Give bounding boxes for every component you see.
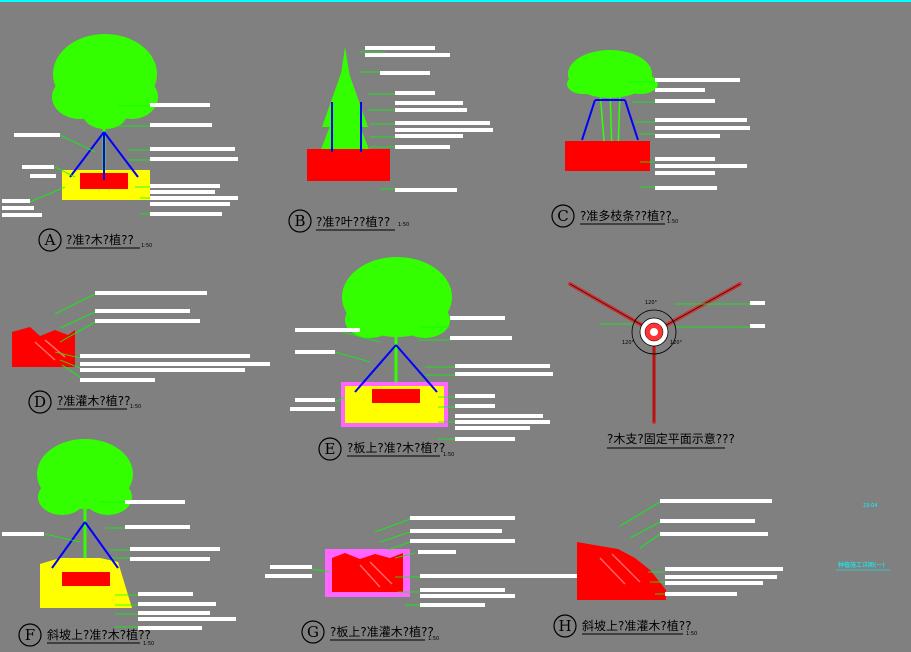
annotation-text: [265, 516, 580, 607]
detail-f-title: 斜坡上?准?木?植??: [47, 627, 151, 642]
annotation-text: [660, 499, 783, 596]
plan-angle-top: 120°: [645, 300, 658, 306]
detail-f-scale: 1:50: [143, 641, 154, 647]
slope-soil: [577, 542, 666, 600]
annotation-text: [655, 78, 750, 190]
top-frame-line: [0, 0, 911, 2]
detail-h-scale: 1:50: [686, 631, 697, 637]
detail-e: E ?板上?准?木?植?? 1:50: [290, 257, 553, 461]
trunk-ring: [631, 309, 677, 355]
detail-d-title: ?准灌木?植??: [57, 393, 130, 408]
annotation-text: [365, 46, 493, 192]
multi-stem-canopy: [567, 50, 658, 98]
annotation-text: [2, 103, 238, 217]
soil-bed: [565, 141, 650, 171]
detail-h: H 斜坡上?准灌木?植?? 1:50: [553, 499, 783, 638]
soil-ball: [372, 389, 420, 403]
support-plan: 120° 120° 120° ?木支?固定平面示意???: [568, 282, 765, 449]
detail-b-letter: B: [294, 212, 305, 230]
tree-canopy: [37, 439, 133, 515]
annotation-text: [80, 291, 270, 382]
sheet-label: 23-04 种植施工详图(一): [836, 503, 890, 571]
annotation-text: [2, 500, 236, 630]
detail-c-title: ?准多枝条??植??: [580, 208, 672, 223]
sheet-code: 23-04: [863, 503, 878, 509]
detail-c-letter: C: [557, 207, 568, 225]
detail-g-scale: 1:50: [428, 636, 439, 642]
detail-d-letter: D: [34, 393, 46, 411]
detail-c-scale: 1:50: [667, 219, 678, 225]
soil-ball: [80, 173, 128, 189]
annotation-text: [290, 316, 553, 441]
soil-ball: [62, 572, 110, 586]
detail-b-title: ?准?叶??植??: [316, 214, 390, 229]
detail-d-scale: 1:50: [130, 404, 141, 410]
soil-bed: [307, 149, 390, 181]
soil-bed: [12, 327, 75, 367]
detail-e-letter: E: [325, 440, 336, 458]
detail-g-letter: G: [307, 623, 319, 641]
detail-h-title: 斜坡上?准灌木?植??: [582, 618, 691, 633]
detail-b-scale: 1:50: [398, 222, 409, 228]
support-plan-title: ?木支?固定平面示意???: [607, 431, 735, 446]
detail-g-title: ?板上?准灌木?植??: [330, 624, 434, 639]
detail-g: G ?板上?准灌木?植?? 1:50: [265, 516, 580, 644]
detail-e-scale: 1:50: [443, 452, 454, 458]
detail-a-letter: A: [44, 231, 56, 249]
detail-d: D ?准灌木?植?? 1:50: [12, 291, 270, 414]
annotation-text: [750, 301, 765, 328]
detail-h-letter: H: [558, 617, 571, 635]
detail-f: F 斜坡上?准?木?植?? 1:50: [2, 439, 236, 647]
support-poles: [69, 131, 139, 180]
detail-f-letter: F: [25, 626, 35, 644]
plan-angle-left: 120°: [622, 340, 635, 346]
plan-angle-right: 120°: [670, 340, 683, 346]
tree-canopy: [342, 257, 452, 338]
detail-c: C ?准多枝条??植?? 1:50: [551, 50, 750, 228]
detail-a-title: ?准?木?植??: [66, 232, 134, 247]
detail-a: A ?准?木?植?? 1:50: [2, 34, 238, 252]
sheet-name: 种植施工详图(一): [838, 561, 885, 569]
detail-e-title: ?板上?准?木?植??: [347, 440, 445, 455]
detail-b: B ?准?叶??植?? 1:50: [288, 46, 493, 233]
detail-a-scale: 1:50: [141, 243, 152, 249]
